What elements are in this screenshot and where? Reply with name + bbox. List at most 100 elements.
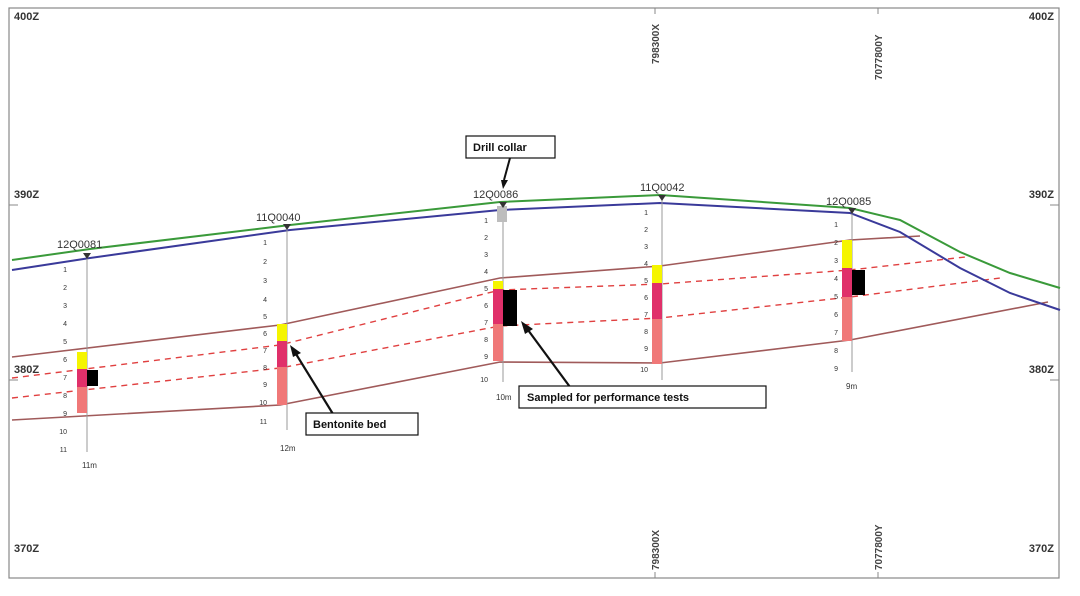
collar-marker bbox=[848, 208, 856, 214]
callout-arrowhead bbox=[290, 345, 301, 357]
depth-tick: 10 bbox=[480, 377, 488, 384]
callout-box bbox=[518, 385, 767, 409]
depth-tick: 3 bbox=[834, 258, 838, 265]
drill-collar-callout: Drill collar bbox=[465, 135, 556, 189]
callout-arrow-line bbox=[295, 353, 334, 415]
salmon-interval bbox=[652, 319, 662, 364]
depth-tick: 7 bbox=[263, 348, 267, 355]
sample-interval bbox=[852, 270, 865, 295]
total-depth-label: 9m bbox=[846, 382, 857, 391]
depth-tick: 9 bbox=[263, 382, 267, 389]
depth-tick: 3 bbox=[263, 278, 267, 285]
sampled-callout: Sampled for performance tests bbox=[518, 321, 767, 409]
elev-label-380-right: 380Z bbox=[1029, 364, 1054, 376]
depth-tick: 8 bbox=[484, 337, 488, 344]
magenta-interval bbox=[277, 341, 287, 367]
depth-tick: 8 bbox=[263, 365, 267, 372]
depth-tick: 4 bbox=[484, 269, 488, 276]
depth-tick: 9 bbox=[644, 346, 648, 353]
depth-tick: 2 bbox=[484, 235, 488, 242]
collar-marker bbox=[283, 224, 291, 230]
magenta-interval bbox=[493, 289, 503, 324]
depth-tick: 2 bbox=[63, 285, 67, 292]
callout-arrow-line bbox=[527, 329, 571, 388]
sample-horizon-top-dashed bbox=[11, 256, 966, 379]
depth-tick: 7 bbox=[484, 320, 488, 327]
drill-hole-12Q0086: 12Q0086 1 2 3 4 5 6 7 8 9 10 10m bbox=[473, 189, 518, 402]
total-depth-label: 10m bbox=[496, 393, 512, 402]
depth-tick: 3 bbox=[63, 303, 67, 310]
hole-id-label: 12Q0081 bbox=[57, 239, 102, 251]
depth-tick: 9 bbox=[484, 354, 488, 361]
yellow-interval bbox=[842, 240, 852, 268]
depth-tick: 2 bbox=[263, 259, 267, 266]
elev-label-370-left: 370Z bbox=[14, 543, 39, 555]
depth-tick: 7 bbox=[834, 330, 838, 337]
bentonite-bed-top-boundary bbox=[11, 235, 921, 358]
depth-tick: 6 bbox=[644, 295, 648, 302]
yellow-interval bbox=[493, 281, 503, 289]
hole-id-label: 11Q0042 bbox=[640, 182, 684, 194]
salmon-interval bbox=[493, 324, 503, 361]
depth-tick: 2 bbox=[834, 240, 838, 247]
depth-tick: 4 bbox=[644, 261, 648, 268]
salmon-interval bbox=[277, 367, 287, 405]
drill-hole-12Q0085: 12Q0085 1 2 3 4 5 6 7 8 9 9m bbox=[826, 196, 871, 391]
northing-label-top: 7077800Y bbox=[874, 34, 885, 80]
depth-tick: 1 bbox=[484, 218, 488, 225]
depth-tick: 8 bbox=[63, 393, 67, 400]
depth-tick: 3 bbox=[484, 252, 488, 259]
easting-label-top: 798300X bbox=[651, 24, 662, 64]
depth-tick: 4 bbox=[834, 276, 838, 283]
callout-arrowhead bbox=[501, 180, 508, 189]
hole-id-label: 12Q0085 bbox=[826, 196, 871, 208]
hole-id-label: 11Q0040 bbox=[256, 212, 300, 224]
northing-label-bottom: 7077800Y bbox=[874, 524, 885, 570]
elev-label-400-left: 400Z bbox=[14, 11, 39, 23]
callout-text: Sampled for performance tests bbox=[527, 392, 689, 404]
sample-interval bbox=[503, 290, 517, 326]
depth-tick: 5 bbox=[63, 339, 67, 346]
depth-tick: 8 bbox=[834, 348, 838, 355]
magenta-interval bbox=[77, 369, 87, 387]
yellow-interval bbox=[77, 352, 87, 369]
sample-horizon-bottom-dashed bbox=[11, 277, 1001, 399]
salmon-interval bbox=[77, 387, 87, 413]
elev-label-400-right: 400Z bbox=[1029, 11, 1054, 23]
collar-marker bbox=[658, 195, 666, 201]
bentonite-bed-bottom-boundary bbox=[11, 301, 1049, 421]
hole-id-label: 12Q0086 bbox=[473, 189, 518, 201]
callout-text: Drill collar bbox=[473, 142, 528, 154]
depth-tick: 7 bbox=[644, 312, 648, 319]
depth-tick: 5 bbox=[263, 314, 267, 321]
drill-hole-11Q0040: 11Q0040 1 2 3 4 5 6 7 8 9 10 11 12m bbox=[256, 212, 300, 453]
elev-label-390-left: 390Z bbox=[14, 189, 39, 201]
sample-interval bbox=[87, 370, 98, 386]
elev-label-370-right: 370Z bbox=[1029, 543, 1054, 555]
depth-tick: 10 bbox=[59, 429, 67, 436]
yellow-interval bbox=[277, 324, 287, 341]
casing-interval bbox=[497, 206, 507, 222]
callout-text: Bentonite bed bbox=[313, 419, 386, 431]
callout-arrowhead bbox=[521, 321, 533, 334]
salmon-interval bbox=[842, 297, 852, 341]
depth-tick: 9 bbox=[834, 366, 838, 373]
elev-label-390-right: 390Z bbox=[1029, 189, 1054, 201]
drill-hole-11Q0042: 11Q0042 1 2 3 4 5 6 7 8 9 10 bbox=[640, 182, 684, 380]
collar-marker bbox=[499, 202, 507, 208]
depth-tick: 5 bbox=[834, 294, 838, 301]
depth-tick: 6 bbox=[263, 331, 267, 338]
depth-tick: 1 bbox=[63, 267, 67, 274]
depth-tick: 10 bbox=[259, 400, 267, 407]
depth-tick: 8 bbox=[644, 329, 648, 336]
depth-tick: 4 bbox=[263, 297, 267, 304]
depth-tick: 6 bbox=[63, 357, 67, 364]
magenta-interval bbox=[842, 268, 852, 297]
total-depth-label: 12m bbox=[280, 444, 296, 453]
drill-hole-12Q0081: 12Q0081 1 2 3 4 5 6 7 8 9 10 11 11m bbox=[57, 239, 102, 470]
surface-line bbox=[11, 201, 1061, 311]
callout-box bbox=[465, 135, 556, 159]
bentonite-bed-callout: Bentonite bed bbox=[290, 345, 419, 436]
depth-tick: 9 bbox=[63, 411, 67, 418]
